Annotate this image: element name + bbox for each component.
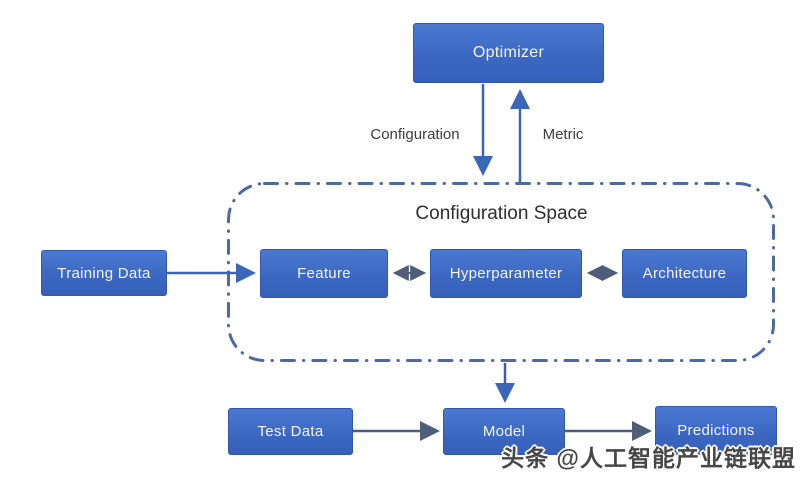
node-predictions: Predictions (655, 406, 777, 455)
configuration-space-title: Configuration Space (415, 203, 588, 224)
node-training-data: Training Data (41, 250, 167, 296)
node-architecture: Architecture (622, 249, 747, 298)
node-model: Model (443, 408, 565, 455)
node-test-data: Test Data (228, 408, 353, 455)
edge-label-configuration: Configuration (370, 126, 460, 143)
node-feature: Feature (260, 249, 388, 298)
watermark-toutiao: 头条 @人工智能产业链联盟 (501, 445, 796, 471)
node-optimizer: Optimizer (413, 23, 604, 83)
node-hyperparameter: Hyperparameter (430, 249, 582, 298)
edge-label-metric: Metric (542, 126, 584, 143)
